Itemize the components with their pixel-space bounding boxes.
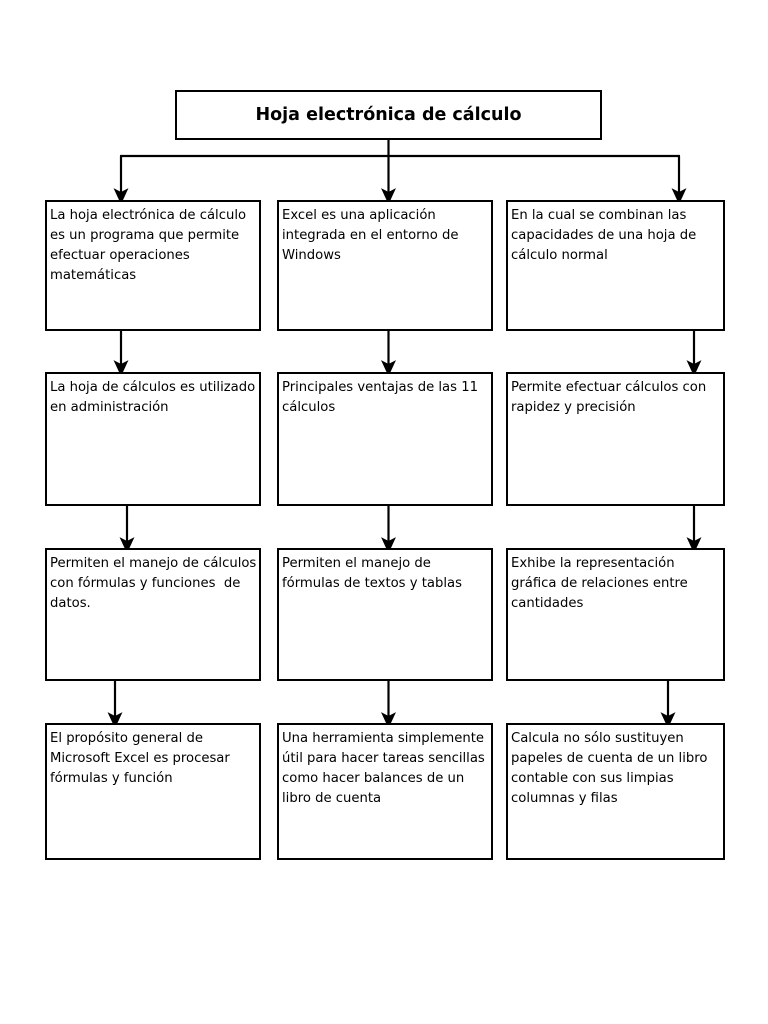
node-title-label: Hoja electrónica de cálculo — [255, 104, 522, 125]
connector-row1-to-row2 — [113, 331, 702, 377]
node-r3c2[interactable]: Permiten el manejo de fórmulas de textos… — [277, 548, 493, 681]
connector-fanout-to-row1 — [113, 156, 687, 205]
node-r2c2-label: Principales ventajas de las 11 cálculos — [282, 380, 483, 416]
node-r1c3-label: En la cual se combinan las capacidades d… — [511, 208, 701, 264]
node-r4c3[interactable]: Calcula no sólo sustituyen papeles de cu… — [506, 723, 725, 860]
node-r2c3[interactable]: Permite efectuar cálculos con rapidez y … — [506, 372, 725, 506]
node-r4c3-label: Calcula no sólo sustituyen papeles de cu… — [511, 731, 712, 807]
node-r3c3-label: Exhibe la representación gráfica de rela… — [511, 556, 692, 612]
connector-row2-to-row3 — [119, 506, 702, 554]
node-r3c2-label: Permiten el manejo de fórmulas de textos… — [282, 556, 462, 592]
node-r1c2-label: Excel es una aplicación integrada en el … — [282, 208, 463, 264]
node-r4c1[interactable]: El propósito general de Microsoft Excel … — [45, 723, 261, 860]
node-r1c2[interactable]: Excel es una aplicación integrada en el … — [277, 200, 493, 331]
connector-row3-to-row4 — [107, 681, 676, 729]
node-r3c1-label: Permiten el manejo de cálculos con fórmu… — [50, 556, 261, 612]
node-title[interactable]: Hoja electrónica de cálculo — [175, 90, 602, 140]
node-r1c1-label: La hoja electrónica de cálculo es un pro… — [50, 208, 251, 284]
node-r4c2-label: Una herramienta simplemente útil para ha… — [282, 731, 489, 807]
node-r4c2[interactable]: Una herramienta simplemente útil para ha… — [277, 723, 493, 860]
node-r4c1-label: El propósito general de Microsoft Excel … — [50, 731, 235, 787]
node-r2c3-label: Permite efectuar cálculos con rapidez y … — [511, 380, 711, 416]
node-r2c1[interactable]: La hoja de cálculos es utilizado en admi… — [45, 372, 261, 506]
connector-title-to-fanout — [120, 140, 680, 158]
node-r3c1[interactable]: Permiten el manejo de cálculos con fórmu… — [45, 548, 261, 681]
node-r2c2[interactable]: Principales ventajas de las 11 cálculos — [277, 372, 493, 506]
node-r3c3[interactable]: Exhibe la representación gráfica de rela… — [506, 548, 725, 681]
node-r1c1[interactable]: La hoja electrónica de cálculo es un pro… — [45, 200, 261, 331]
node-r1c3[interactable]: En la cual se combinan las capacidades d… — [506, 200, 725, 331]
node-r2c1-label: La hoja de cálculos es utilizado en admi… — [50, 380, 260, 416]
